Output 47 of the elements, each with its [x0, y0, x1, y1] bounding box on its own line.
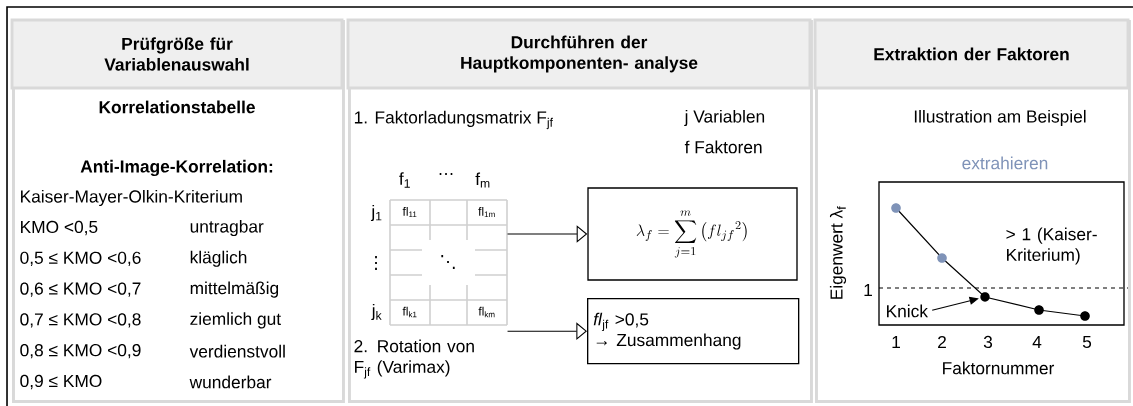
axis-title: Eigenwert λ$_{f}$ [829, 206, 847, 299]
text: Kaiser-Mayer-Olkin-Kriterium [21, 189, 242, 207]
legend-text: f Faktoren [684, 140, 762, 154]
table-cell: verdienstvoll [189, 344, 285, 358]
heading: Korrelationstabelle [99, 100, 255, 114]
data-point [980, 292, 990, 302]
diagonal-dots: ⋱ [441, 255, 455, 269]
legend-text: j Variablen [684, 109, 765, 127]
table-cell: 0,5 ≤ KMO <0,6 [20, 251, 141, 266]
tick-label: 4 [1032, 336, 1042, 348]
panel-heading: Durchführen der Hauptkomponenten- analyse [461, 35, 698, 73]
table-cell: KMO <0,5 [21, 220, 98, 236]
table-cell: 0,6 ≤ KMO <0,7 [20, 282, 141, 297]
row-header: ⋮ [375, 256, 377, 270]
column-header: … [439, 173, 453, 175]
tick-label: 1 [892, 336, 900, 348]
table-cell: untragbar [190, 219, 264, 237]
table-cell: 0,9 ≤ KMO [20, 374, 102, 390]
tick-label: 1 [864, 284, 872, 296]
panel [346, 18, 813, 403]
tick-label: 3 [983, 335, 993, 349]
text: 2. Rotation von F$_{jf}$ (Varimax) [354, 339, 474, 379]
table-cell: 0,8 ≤ KMO <0,9 [20, 344, 141, 359]
panel [10, 18, 345, 403]
block-arrow [507, 225, 588, 243]
table-cell: wunderbar [189, 375, 272, 389]
formula-box: $\lambda_f = \sum_{j=1}^{m}\left(fl_{jf}{}^{2}\right)$ [587, 187, 798, 281]
chart-annotation: extrahieren [962, 156, 1048, 170]
block-arrow [507, 322, 587, 340]
panel-heading: Prüfgröße für Variablenauswahl [104, 37, 249, 71]
tick-label: 2 [938, 335, 946, 349]
chart-annotation: > 1 (Kaiser- Kriterium) [1006, 227, 1097, 265]
table-cell: kläglich [190, 250, 247, 267]
callout-text: Knick [887, 304, 928, 318]
table-cell: 0,7 ≤ KMO <0,8 [20, 313, 141, 328]
arrow [931, 296, 979, 311]
axis-title: Faktornummer [943, 361, 1055, 375]
condition-box: fl$_{jf}$ >0,5 → Zusammenhang [587, 298, 800, 365]
tick-label: 5 [1082, 335, 1092, 349]
table-cell: ziemlich gut [190, 312, 281, 329]
row-header: j$_{k}$ [371, 303, 382, 321]
panel-heading: Extraktion der Faktoren [874, 47, 1069, 61]
text: Illustration am Beispiel [914, 109, 1086, 127]
table-cell: mittelmäßig [190, 281, 279, 298]
heading: Anti-Image-Korrelation: [80, 159, 273, 177]
row-header: j$_{1}$ [370, 204, 382, 222]
panel [813, 18, 1131, 403]
